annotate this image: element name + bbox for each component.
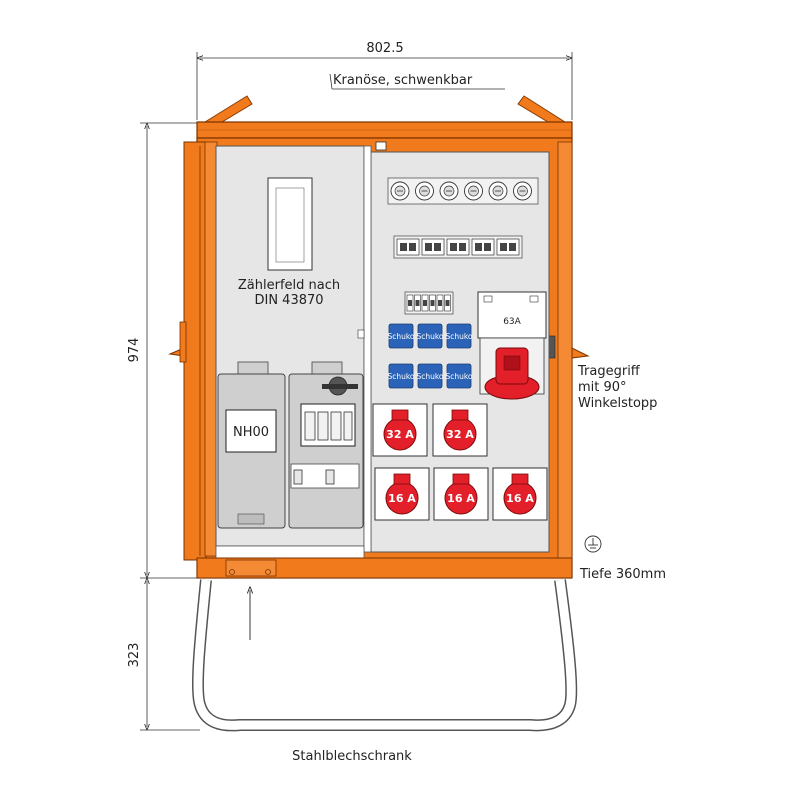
- handle-label-3: Winkelstopp: [578, 396, 657, 411]
- small-mcb-unit: [444, 294, 451, 312]
- schuko-socket: Schuko: [387, 323, 415, 349]
- rcd-unit: [488, 181, 508, 201]
- main-socket-label: 63A: [503, 317, 521, 327]
- crane-eye-label: Kranöse, schwenkbar: [333, 73, 473, 88]
- meter-field: Zählerfeld nach DIN 43870: [238, 177, 340, 308]
- cee-63a-socket: 63A: [477, 291, 547, 400]
- mcb-unit: [496, 238, 520, 256]
- handle-label-2: mit 90°: [578, 380, 627, 395]
- cee-16-label: 16 A: [506, 492, 534, 505]
- cee-32a-socket: 32 A: [372, 403, 428, 457]
- cee-16a-socket: 16 A: [492, 467, 548, 521]
- main-switch-unit: [288, 361, 364, 529]
- schuko-sockets: Schuko Schuko Schuko Schuko Schuko Schuk…: [387, 323, 473, 389]
- schuko-socket: Schuko: [445, 363, 473, 389]
- cee-16a-socket: 16 A: [374, 467, 430, 521]
- schuko-label: Schuko: [416, 372, 443, 381]
- schuko-label: Schuko: [416, 332, 443, 341]
- rcd-unit: [415, 181, 434, 201]
- small-mcb-unit: [414, 294, 421, 312]
- cee-32a-socket: 32 A: [432, 403, 488, 457]
- cee-16-label: 16 A: [447, 492, 475, 505]
- height-dimension: 974: [127, 122, 200, 579]
- schuko-socket: Schuko: [387, 363, 415, 389]
- handle-callout: Tragegriff mit 90° Winkelstopp: [577, 364, 657, 411]
- small-mcb-unit: [429, 294, 436, 312]
- handle-label-1: Tragegriff: [577, 364, 641, 379]
- fuse-label: NH00: [233, 425, 269, 440]
- stand-height-dimension: 323: [127, 581, 200, 731]
- mcb-row: [393, 235, 523, 259]
- depth-label: Tiefe 360mm: [579, 567, 666, 582]
- mcb-unit: [396, 238, 420, 256]
- small-mcb-unit: [436, 294, 444, 312]
- rcd-unit: [439, 181, 459, 201]
- mcb-unit: [471, 238, 495, 256]
- tube-stand: [191, 579, 578, 732]
- schuko-label: Schuko: [445, 372, 472, 381]
- rcd-unit: [464, 181, 483, 201]
- small-mcb-row: [404, 291, 454, 315]
- schuko-socket: Schuko: [445, 323, 473, 349]
- crane-eye-callout: Kranöse, schwenkbar: [329, 73, 505, 90]
- meter-field-label-2: DIN 43870: [254, 293, 323, 308]
- small-mcb-unit: [421, 294, 429, 312]
- mcb-unit: [446, 238, 470, 256]
- nh00-fuse-unit: NH00: [217, 361, 286, 529]
- rcd-unit: [513, 181, 532, 201]
- small-mcb-unit: [406, 294, 414, 312]
- cee-32-label: 32 A: [446, 428, 474, 441]
- schuko-socket: Schuko: [416, 323, 444, 349]
- schuko-label: Schuko: [387, 332, 414, 341]
- schuko-label: Schuko: [445, 332, 472, 341]
- mcb-unit: [421, 238, 445, 256]
- stand-height-value: 323: [127, 643, 142, 668]
- rcd-row: [387, 177, 539, 205]
- meter-field-label-1: Zählerfeld nach: [238, 278, 340, 293]
- schuko-socket: Schuko: [416, 363, 444, 389]
- cee-16a-socket: 16 A: [433, 467, 489, 521]
- caption: Stahlblechschrank: [292, 749, 412, 764]
- cee-16a-sockets: 16 A 16 A 16 A: [374, 467, 548, 521]
- cee-32-label: 32 A: [386, 428, 414, 441]
- schuko-label: Schuko: [387, 372, 414, 381]
- cee-16-label: 16 A: [388, 492, 416, 505]
- rcd-unit: [390, 181, 410, 201]
- width-value: 802.5: [366, 41, 403, 56]
- width-dimension: 802.5: [196, 41, 573, 120]
- cabinet-height-value: 974: [127, 338, 142, 363]
- cee-32a-sockets: 32 A 32 A: [372, 403, 488, 457]
- ground-symbol-icon: [584, 535, 602, 553]
